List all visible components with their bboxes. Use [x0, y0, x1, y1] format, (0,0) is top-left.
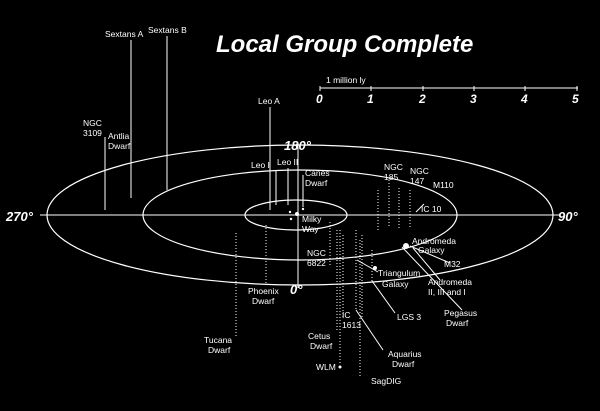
galaxy-label-m110: M110 [433, 180, 454, 190]
triangulum-marker [373, 266, 377, 270]
scale-tick-label: 5 [572, 92, 579, 106]
galaxy-label-ngc185: 185 [384, 172, 398, 182]
scale-tick-label: 2 [418, 92, 426, 106]
pointer-line [401, 246, 463, 311]
galaxy-label-leo-ii: Leo II [277, 157, 298, 167]
galaxy-label-leo-a: Leo A [258, 96, 280, 106]
diagram-title: Local Group Complete [216, 31, 473, 58]
galaxy-label-phoenix: Phoenix [248, 286, 279, 296]
galaxy-label-cetus: Cetus [308, 331, 330, 341]
galaxy-label-aquarius: Aquarius [388, 349, 422, 359]
galaxy-label-ngc3109: 3109 [83, 128, 102, 138]
pointer-lines [355, 203, 463, 351]
satellite-marker [289, 217, 293, 221]
galaxy-label-tucana: Dwarf [208, 345, 231, 355]
andromeda-marker [403, 243, 409, 249]
pointer-line [412, 247, 441, 281]
angle-label-bottom: 0° [290, 282, 303, 297]
scale-label: 1 million ly [326, 75, 366, 85]
galaxy-label-milky-way: Way [302, 224, 319, 234]
galaxy-label-canes: Canes [305, 168, 330, 178]
galaxy-label-lgs3: LGS 3 [397, 312, 421, 322]
galaxy-label-leo-i: Leo I [251, 160, 270, 170]
pointer-line [355, 309, 384, 351]
angle-label-left: 270° [5, 209, 34, 224]
galaxy-label-ngc3109: NGC [83, 118, 102, 128]
galaxy-label-sagdig: SagDIG [371, 376, 401, 386]
galaxy-label-canes: Dwarf [305, 178, 328, 188]
galaxy-label-pegasus: Pegasus [444, 308, 477, 318]
galaxy-label-wlm: WLM [316, 362, 336, 372]
pointer-line [409, 245, 451, 264]
angle-label-right: 90° [558, 209, 578, 224]
galaxy-label-andromeda-dwarfs: II, III and I [428, 287, 466, 297]
galaxy-label-aquarius: Dwarf [392, 359, 415, 369]
satellite-marker [288, 210, 292, 214]
galaxy-label-ngc147: 147 [410, 176, 424, 186]
galaxy-label-m32: M32 [444, 259, 461, 269]
galaxy-label-ngc185: NGC [384, 162, 403, 172]
galaxy-label-andromeda: Andromeda [412, 236, 456, 246]
pointer-line [371, 280, 396, 314]
galaxy-label-antlia: Dwarf [108, 141, 131, 151]
scale-tick-label: 1 [367, 92, 374, 106]
galaxy-label-sextans-b: Sextans B [148, 25, 187, 35]
galaxy-label-ic10: IC 10 [421, 204, 442, 214]
galaxy-label-triangulum: Galaxy [382, 279, 409, 289]
galaxy-label-andromeda-dwarfs: Andromeda [428, 277, 472, 287]
scale-tick-label: 3 [470, 92, 477, 106]
satellite-marker [301, 207, 305, 211]
leader-lines-dotted [235, 180, 411, 376]
galaxy-label-ngc6822: 6822 [307, 258, 326, 268]
galaxy-label-tucana: Tucana [204, 335, 232, 345]
galaxy-label-triangulum: Triangulum [378, 268, 420, 278]
angle-label-top: 180° [284, 138, 312, 153]
pointer-line [356, 259, 379, 273]
scale-tick-label: 0 [316, 92, 323, 106]
galaxy-label-milky-way: Milky [302, 214, 322, 224]
galaxy-label-pegasus: Dwarf [446, 318, 469, 328]
wlm-marker [338, 365, 342, 369]
galaxy-label-ngc147: NGC [410, 166, 429, 176]
galaxy-label-andromeda: Galaxy [418, 245, 445, 255]
pointer-line [415, 203, 425, 213]
milky-way-marker [295, 212, 299, 216]
galaxy-label-phoenix: Dwarf [252, 296, 275, 306]
galaxy-label-cetus: Dwarf [310, 341, 333, 351]
galaxy-label-ic1613: IC [342, 310, 351, 320]
galaxy-label-antlia: Antlia [108, 131, 130, 141]
galaxy-label-ic1613: 1613 [342, 320, 361, 330]
leader-lines-above [104, 36, 304, 210]
scale-bar: 1 million ly 0 1 2 3 4 5 [316, 75, 579, 106]
galaxy-label-sextans-a: Sextans A [105, 29, 144, 39]
galaxy-label-ngc6822: NGC [307, 248, 326, 258]
scale-tick-label: 4 [520, 92, 528, 106]
